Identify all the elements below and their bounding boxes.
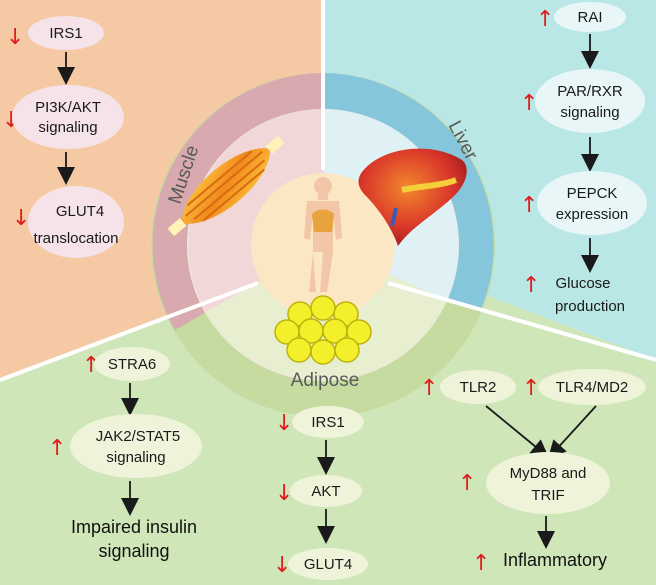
node-adipose-glut4 bbox=[288, 548, 368, 580]
up-arrow-icon: ↑ bbox=[522, 273, 540, 298]
ring-label-adipose: Adipose bbox=[291, 370, 360, 391]
node-jak2-stat5 bbox=[70, 414, 202, 478]
svg-text:PAR/RXR: PAR/RXR bbox=[557, 83, 623, 100]
svg-text:expression: expression bbox=[556, 206, 629, 223]
node-muscle-irs1 bbox=[28, 16, 104, 50]
down-arrow-icon: ↓ bbox=[275, 481, 293, 506]
svg-text:signaling: signaling bbox=[38, 119, 97, 136]
liver-pathway: ↑ RAI ↑ PAR/RXR signaling ↑ PEPCK expres… bbox=[520, 2, 647, 315]
down-arrow-icon: ↓ bbox=[12, 206, 30, 231]
up-arrow-icon: ↑ bbox=[472, 551, 490, 576]
svg-text:MyD88 and: MyD88 and bbox=[510, 465, 587, 482]
up-arrow-icon: ↑ bbox=[520, 193, 538, 218]
up-arrow-icon: ↑ bbox=[48, 436, 66, 461]
adipose-left-pathway: ↑ STRA6 ↑ JAK2/STAT5 signaling Impaired … bbox=[48, 347, 202, 561]
svg-text:PEPCK: PEPCK bbox=[567, 185, 618, 202]
down-arrow-icon: ↓ bbox=[6, 25, 24, 50]
svg-text:signaling: signaling bbox=[106, 449, 165, 466]
up-arrow-icon: ↑ bbox=[536, 7, 554, 32]
node-pepck bbox=[537, 171, 647, 235]
svg-text:STRA6: STRA6 bbox=[108, 356, 156, 373]
node-tlr2 bbox=[440, 370, 516, 404]
node-stra6 bbox=[94, 347, 170, 381]
svg-text:GLUT4: GLUT4 bbox=[304, 556, 352, 573]
node-rai bbox=[554, 2, 626, 32]
svg-text:production: production bbox=[555, 298, 625, 315]
svg-text:IRS1: IRS1 bbox=[49, 25, 82, 42]
svg-text:PI3K/AKT: PI3K/AKT bbox=[35, 99, 101, 116]
down-arrow-icon: ↓ bbox=[275, 411, 293, 436]
adipose-mid-pathway: ↓ IRS1 ↓ AKT ↓ GLUT4 bbox=[273, 406, 368, 580]
node-glut4-translocation bbox=[28, 186, 124, 258]
svg-text:signaling: signaling bbox=[560, 104, 619, 121]
node-akt bbox=[290, 475, 362, 507]
node-pi3k-akt bbox=[12, 85, 124, 149]
svg-text:TLR4/MD2: TLR4/MD2 bbox=[556, 379, 629, 396]
up-arrow-icon: ↑ bbox=[420, 376, 438, 401]
node-tlr4-md2 bbox=[538, 369, 646, 405]
adipose-right-pathway: ↑ TLR2 ↑ TLR4/MD2 ↑ MyD88 and TRIF ↑ Inf… bbox=[420, 369, 646, 576]
up-arrow-icon: ↑ bbox=[522, 376, 540, 401]
svg-text:GLUT4: GLUT4 bbox=[56, 203, 104, 220]
svg-text:translocation: translocation bbox=[33, 230, 118, 247]
svg-text:signaling: signaling bbox=[98, 541, 169, 561]
node-impaired-insulin: Impaired insulin bbox=[71, 517, 197, 537]
svg-text:AKT: AKT bbox=[311, 483, 340, 500]
fat-cells-illustration bbox=[274, 295, 372, 365]
svg-text:JAK2/STAT5: JAK2/STAT5 bbox=[96, 428, 180, 445]
node-myd88-trif bbox=[486, 452, 610, 514]
muscle-pathway: ↓ IRS1 ↓ PI3K/AKT signaling ↓ GLUT4 tran… bbox=[2, 16, 124, 258]
node-glucose-production: Glucose bbox=[555, 275, 610, 292]
svg-text:RAI: RAI bbox=[577, 9, 602, 26]
svg-text:IRS1: IRS1 bbox=[311, 414, 344, 431]
down-arrow-icon: ↓ bbox=[273, 553, 291, 578]
up-arrow-icon: ↑ bbox=[458, 471, 476, 496]
node-par-rxr bbox=[535, 69, 645, 133]
up-arrow-icon: ↑ bbox=[520, 91, 538, 116]
muscle-illustration bbox=[167, 135, 285, 237]
svg-text:TLR2: TLR2 bbox=[460, 379, 497, 396]
svg-text:TRIF: TRIF bbox=[531, 487, 564, 504]
liver-illustration bbox=[358, 148, 467, 246]
node-adipose-irs1 bbox=[292, 406, 364, 438]
human-body-illustration bbox=[304, 177, 342, 292]
node-inflammatory: Inflammatory bbox=[503, 550, 607, 570]
